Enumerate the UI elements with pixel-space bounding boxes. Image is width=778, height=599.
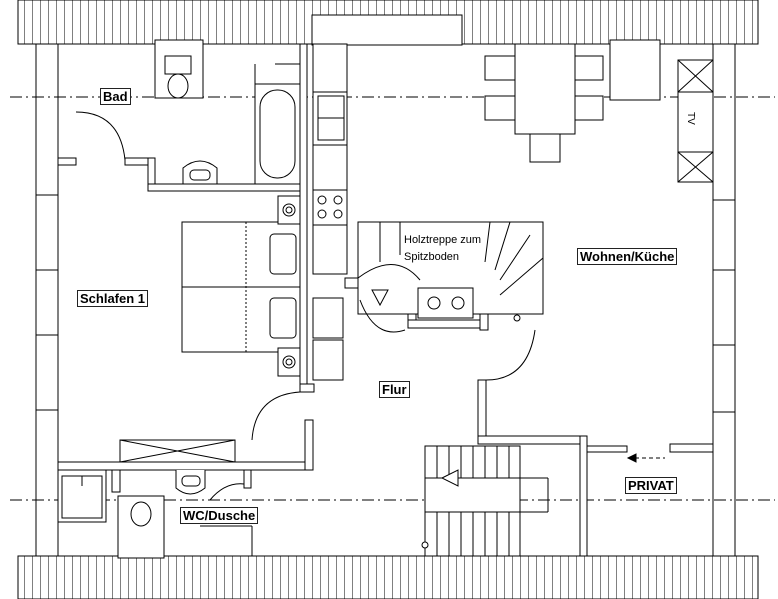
toilet-bad (154, 39, 204, 99)
tv-cabinet (677, 59, 714, 183)
toilet-wc (117, 495, 165, 559)
kitchen-counter (312, 43, 348, 275)
door-schlafen (251, 391, 301, 441)
shelves (312, 297, 344, 381)
bed (181, 221, 301, 353)
wardrobe (119, 439, 236, 463)
roof-top (17, 0, 759, 46)
outer-walls (35, 43, 736, 557)
roof-bottom (17, 555, 759, 599)
sink-wc (175, 470, 206, 495)
cooktop (417, 287, 474, 319)
bathtub (254, 63, 301, 185)
door-flur (485, 329, 536, 381)
lower-stair (421, 445, 549, 557)
door-bad (75, 111, 126, 161)
door-wc (209, 483, 245, 501)
sink-bad (182, 160, 218, 185)
room-label-bad: Bad (100, 88, 131, 105)
room-label-wc: WC/Dusche (180, 507, 259, 524)
privat-arrow (626, 453, 665, 463)
shower (57, 469, 107, 523)
room-label-privat: PRIVAT (625, 477, 677, 494)
stair-note-line2: Spitzboden (404, 251, 460, 263)
bedside-tables (277, 195, 301, 377)
dining-table (484, 39, 661, 163)
room-label-wohnen: Wohnen/Küche (577, 248, 678, 265)
stair-note-line1: Holztreppe zum (404, 234, 482, 246)
room-label-schlafen: Schlafen 1 (77, 290, 149, 307)
room-label-flur: Flur (379, 381, 410, 398)
tv-label: TV (685, 112, 696, 125)
